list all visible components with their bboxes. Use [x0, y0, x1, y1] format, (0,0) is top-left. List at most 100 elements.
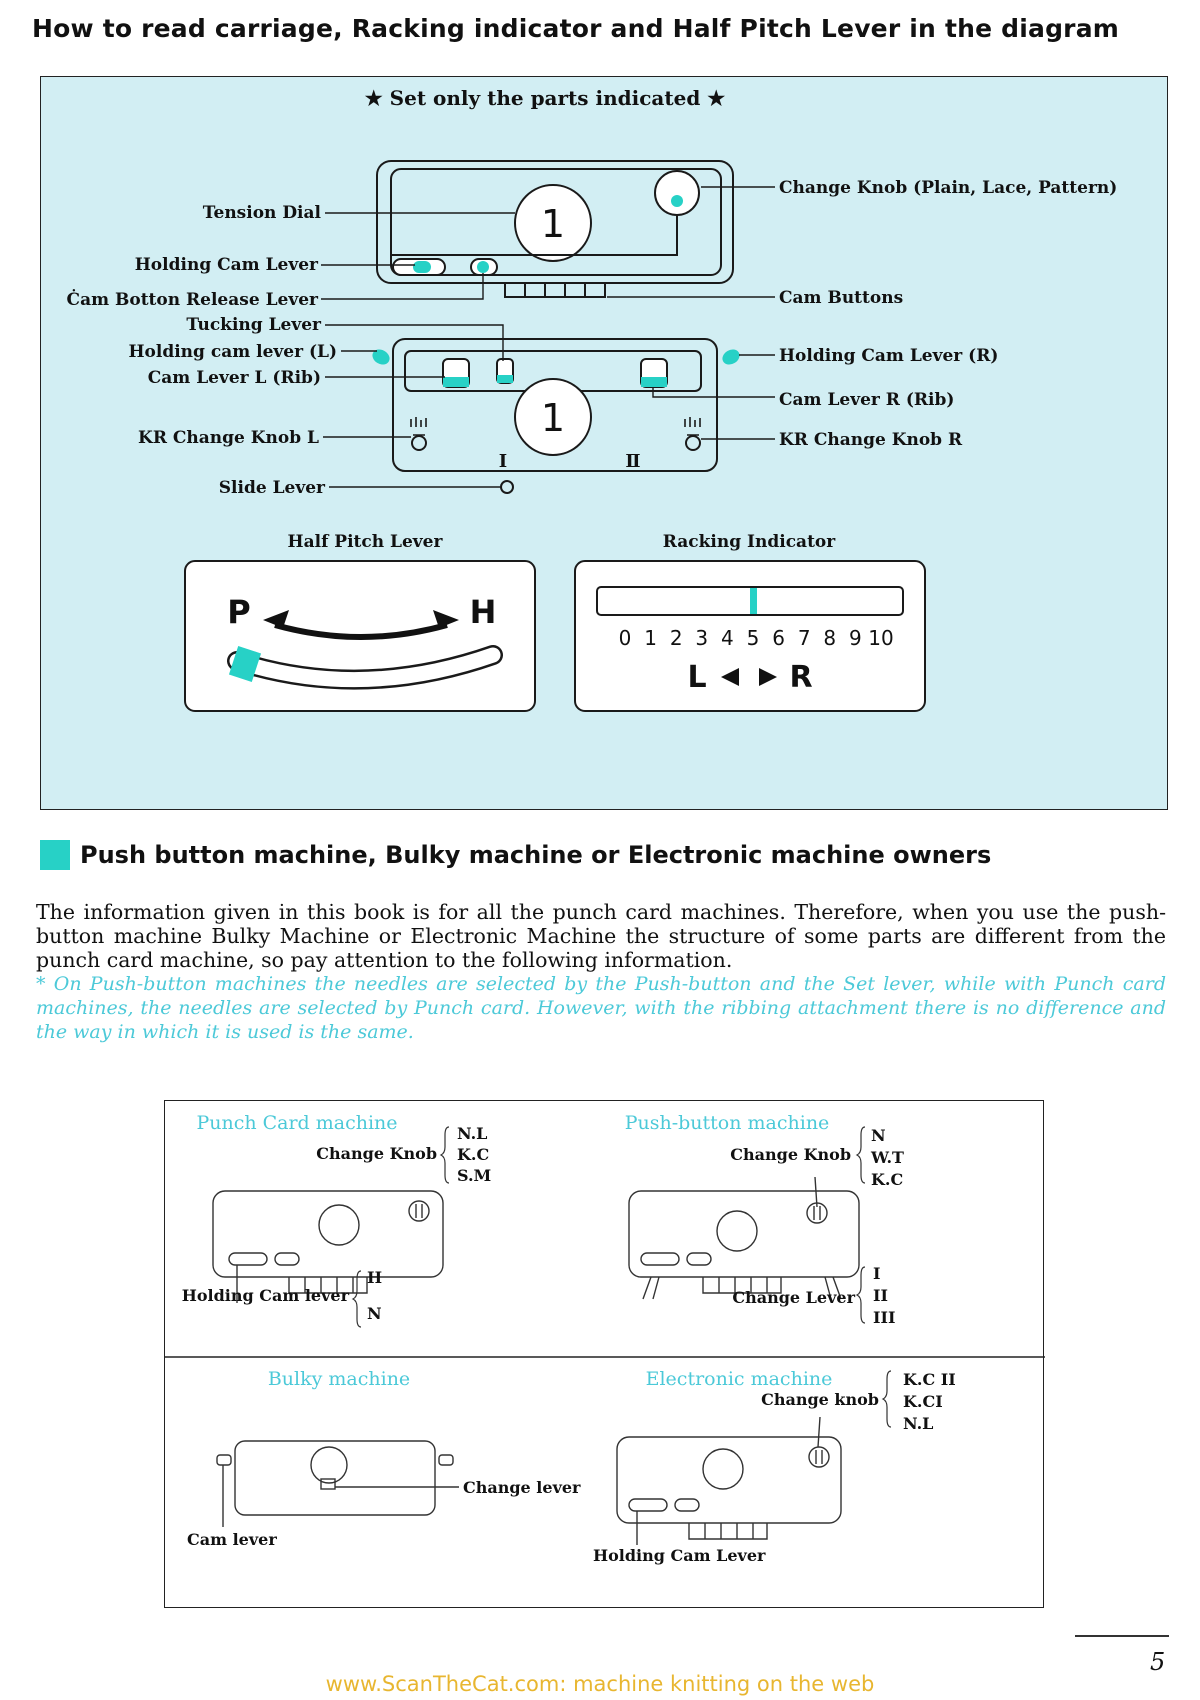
label-tucking-lever: Tucking Lever: [186, 315, 322, 335]
label-holding-cam-lever-l: Holding cam lever (L): [128, 342, 337, 362]
racking-scale-label: 2: [670, 626, 683, 650]
label-holding-cam-lever-r: Holding Cam Lever (R): [779, 346, 998, 366]
racking-scale-label: 1: [644, 626, 657, 650]
label-cam-button-release-lever: Ċam Botton Release Lever: [67, 289, 319, 310]
change-knob-ring: [654, 170, 700, 216]
punch-card-lever-label: Holding Cam lever: [182, 1286, 350, 1305]
racking-r: R: [789, 660, 812, 695]
upper-carriage-inner: [390, 168, 722, 276]
bulky-machine-body: [234, 1440, 436, 1516]
electronic-knob-option-2: K.CI: [903, 1392, 943, 1411]
rib-mark-right: Ⅱ: [625, 451, 640, 472]
label-tension-dial: Tension Dial: [203, 203, 322, 223]
punch-card-knob: [408, 1200, 430, 1222]
punch-card-title: Punch Card machine: [196, 1112, 397, 1134]
label-cam-lever-l: Cam Lever L (Rib): [148, 368, 321, 388]
slide-lever-knob: [500, 480, 514, 494]
electronic-knob-label: Change knob: [761, 1390, 879, 1409]
electronic-dial: [702, 1448, 744, 1490]
electronic-knob: [808, 1446, 830, 1468]
racking-scale-label: 10: [868, 626, 893, 650]
electronic-machine-body: [616, 1436, 842, 1524]
punch-card-lever-option-1: H: [367, 1268, 382, 1287]
punch-card-knob-option-1: N.L: [457, 1124, 487, 1143]
bulky-cam-lever-label: Cam lever: [187, 1530, 277, 1549]
section-body: The information given in this book is fo…: [36, 900, 1166, 972]
half-pitch-p: P: [227, 593, 250, 631]
section-heading: Push button machine, Bulky machine or El…: [40, 840, 991, 870]
push-button-knob-option-1: N: [871, 1126, 886, 1145]
carriage-diagram-panel: 1 1 I Ⅱ ★ Set only the parts indicated ★…: [40, 76, 1168, 810]
label-kr-change-knob-r: KR Change Knob R: [779, 430, 963, 450]
push-button-machine-body: [628, 1190, 860, 1278]
half-pitch-lever-handle: [228, 646, 262, 682]
section-note: * On Push-button machines the needles ar…: [36, 973, 1166, 1043]
push-button-lever-option-3: III: [873, 1308, 895, 1327]
cam-buttons: [504, 282, 606, 298]
push-button-knob-option-3: K.C: [871, 1170, 903, 1189]
carriage-diagram: 1 1 I Ⅱ ★ Set only the parts indicated ★…: [67, 86, 1117, 712]
racking-scale-label: 7: [798, 626, 811, 650]
kr-knob-l-circle: [411, 435, 427, 451]
push-button-knob-label: Change Knob: [730, 1145, 851, 1164]
punch-card-dial: [318, 1204, 360, 1246]
punch-card-knob-option-2: K.C: [457, 1145, 489, 1164]
push-button-lever-option-2: II: [873, 1286, 888, 1305]
half-pitch-box: P H: [184, 560, 536, 712]
footer-rule: [1075, 1635, 1169, 1637]
half-pitch-h: H: [470, 593, 497, 631]
label-cam-buttons: Cam Buttons: [779, 288, 903, 308]
punch-card-lever-option-2: N: [367, 1304, 382, 1323]
rib-mark-left: I: [499, 451, 507, 472]
racking-indicator-marker: [750, 588, 757, 614]
push-button-dial: [716, 1210, 758, 1252]
machine-comparison-diagram: Punch Card machine Change Knob N.L K.C S…: [165, 1112, 1045, 1565]
punch-card-knob-label: Change Knob: [316, 1144, 437, 1163]
racking-scale-label: 3: [695, 626, 708, 650]
machine-comparison: Punch Card machine Change Knob N.L K.C S…: [164, 1100, 1045, 1608]
racking-scale-label: 5: [747, 626, 760, 650]
rib-carriage-body: [392, 338, 718, 472]
diagram-header: ★ Set only the parts indicated ★: [365, 86, 726, 110]
half-pitch-arrow-line: [274, 622, 448, 640]
arrow-right-icon: [433, 610, 459, 628]
section-square-icon: [40, 840, 70, 870]
push-button-knob-option-2: W.T: [870, 1148, 904, 1167]
rib-tension-dial-circle: [514, 378, 592, 456]
bulky-dial: [310, 1446, 348, 1484]
page-title: How to read carriage, Racking indicator …: [32, 14, 1120, 43]
push-button-lever-option-1: I: [873, 1264, 880, 1283]
racking-scale-label: 4: [721, 626, 734, 650]
electronic-knob-option-3: N.L: [903, 1414, 933, 1433]
label-change-knob: Change Knob (Plain, Lace, Pattern): [779, 178, 1117, 198]
tension-dial-number: 1: [541, 202, 565, 246]
electronic-title: Electronic machine: [646, 1368, 833, 1390]
section-heading-text: Push button machine, Bulky machine or El…: [80, 841, 992, 869]
racking-scale-label: 0: [619, 626, 632, 650]
tension-dial-circle: [514, 184, 592, 262]
push-button-lever-label: Change Lever: [732, 1288, 855, 1307]
racking-title: Racking Indicator: [663, 532, 837, 552]
label-slide-lever: Slide Lever: [219, 478, 326, 498]
arrow-left-icon: [721, 668, 739, 686]
upper-carriage-channel: [391, 209, 678, 256]
half-pitch-title: Half Pitch Lever: [288, 532, 444, 552]
electronic-knob-option-1: K.C II: [903, 1370, 956, 1389]
page-number: 5: [1150, 1648, 1166, 1676]
label-holding-cam-lever: Holding Cam Lever: [135, 255, 319, 275]
racking-scale-label: 8: [823, 626, 836, 650]
rib-dial-number: 1: [541, 396, 565, 440]
punch-card-machine-body: [212, 1190, 444, 1278]
arrow-left-icon: [263, 610, 289, 628]
punch-card-knob-option-3: S.M: [457, 1166, 491, 1185]
electronic-lever-label: Holding Cam Lever: [593, 1546, 766, 1565]
racking-scale-label: 6: [772, 626, 785, 650]
kr-knob-r-circle: [685, 435, 701, 451]
footer-link[interactable]: www.ScanTheCat.com: machine knitting on …: [325, 1672, 875, 1696]
arrow-right-icon: [759, 668, 777, 686]
bulky-title: Bulky machine: [268, 1368, 410, 1390]
label-kr-change-knob-l: KR Change Knob L: [138, 428, 319, 448]
push-button-title: Push-button machine: [625, 1112, 830, 1134]
bulky-change-lever-label: Change lever: [463, 1478, 581, 1497]
